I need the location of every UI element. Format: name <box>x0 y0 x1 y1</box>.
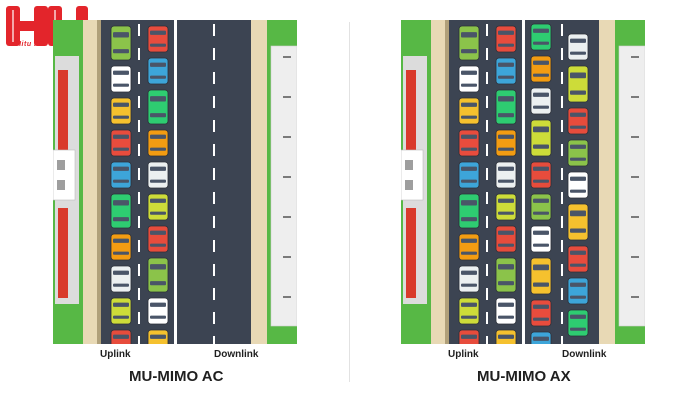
road-illustration-ac <box>53 20 297 344</box>
car-icon <box>495 129 517 157</box>
car-icon <box>110 297 132 325</box>
center-divider <box>174 20 177 344</box>
car-icon <box>495 257 517 293</box>
sidewalk-right <box>251 20 267 344</box>
sidewalk-left <box>83 20 101 344</box>
road-scene-ax <box>401 20 645 344</box>
car-icon <box>458 97 480 125</box>
car-icon <box>147 129 169 157</box>
roof-left-bottom <box>58 208 68 298</box>
car-icon <box>110 161 132 189</box>
car-icon <box>110 329 132 344</box>
car-icon <box>495 193 517 221</box>
car-icon <box>495 297 517 325</box>
car-icon <box>110 65 132 93</box>
car-icon <box>110 233 132 261</box>
ac-units-left <box>401 149 424 201</box>
panel-title-ac: MU-MIMO AC <box>129 368 224 385</box>
car-icon <box>458 233 480 261</box>
car-icon <box>147 257 169 293</box>
car-icon <box>458 329 480 344</box>
car-icon <box>110 265 132 293</box>
car-icon <box>147 225 169 253</box>
car-icon <box>530 119 552 157</box>
car-icon <box>147 57 169 85</box>
car-icon <box>530 193 552 221</box>
car-icon <box>530 331 552 344</box>
roof-left-bottom <box>406 208 416 298</box>
car-icon <box>567 65 589 103</box>
car-icon <box>495 161 517 189</box>
car-icon <box>530 87 552 115</box>
car-icon <box>110 129 132 157</box>
car-icon <box>458 193 480 229</box>
car-icon <box>147 89 169 125</box>
car-icon <box>147 193 169 221</box>
car-icon <box>495 225 517 253</box>
uplink-label-ax: Uplink <box>448 349 479 360</box>
car-icon <box>530 55 552 83</box>
car-icon <box>458 65 480 93</box>
car-icon <box>530 161 552 189</box>
uplink-label-ac: Uplink <box>100 349 131 360</box>
car-icon <box>147 297 169 325</box>
car-icon <box>567 203 589 241</box>
car-icon <box>567 33 589 61</box>
ac-units-left <box>53 149 76 201</box>
road-scene-ac <box>53 20 297 344</box>
logo-text: Hitu PC <box>16 41 45 48</box>
car-icon <box>567 309 589 337</box>
car-icon <box>495 25 517 53</box>
sidewalk-left <box>431 20 449 344</box>
car-icon <box>147 25 169 53</box>
downlink-label-ac: Downlink <box>214 349 259 360</box>
building-right <box>618 45 645 327</box>
car-icon <box>495 329 517 344</box>
car-icon <box>567 107 589 135</box>
car-icon <box>567 171 589 199</box>
car-icon <box>495 89 517 125</box>
road-illustration-ax <box>401 20 645 344</box>
car-icon <box>110 97 132 125</box>
car-icon <box>530 23 552 51</box>
car-icon <box>495 57 517 85</box>
car-icon <box>458 25 480 61</box>
car-icon <box>567 245 589 273</box>
car-icon <box>530 225 552 253</box>
car-icon <box>567 139 589 167</box>
car-icon <box>110 193 132 229</box>
car-icon <box>147 161 169 189</box>
center-divider <box>522 20 525 344</box>
car-icon <box>458 297 480 325</box>
car-icon <box>458 265 480 293</box>
car-icon <box>567 277 589 305</box>
car-icon <box>458 161 480 189</box>
roof-left-top <box>58 70 68 156</box>
car-icon <box>110 25 132 61</box>
car-icon <box>147 329 169 344</box>
sidewalk-right <box>599 20 615 344</box>
roof-left-top <box>406 70 416 156</box>
car-icon <box>530 257 552 295</box>
car-icon <box>530 299 552 327</box>
panel-title-ax: MU-MIMO AX <box>477 368 571 385</box>
building-right <box>270 45 297 327</box>
downlink-label-ax: Downlink <box>562 349 607 360</box>
panel-divider <box>349 22 350 382</box>
car-icon <box>458 129 480 157</box>
